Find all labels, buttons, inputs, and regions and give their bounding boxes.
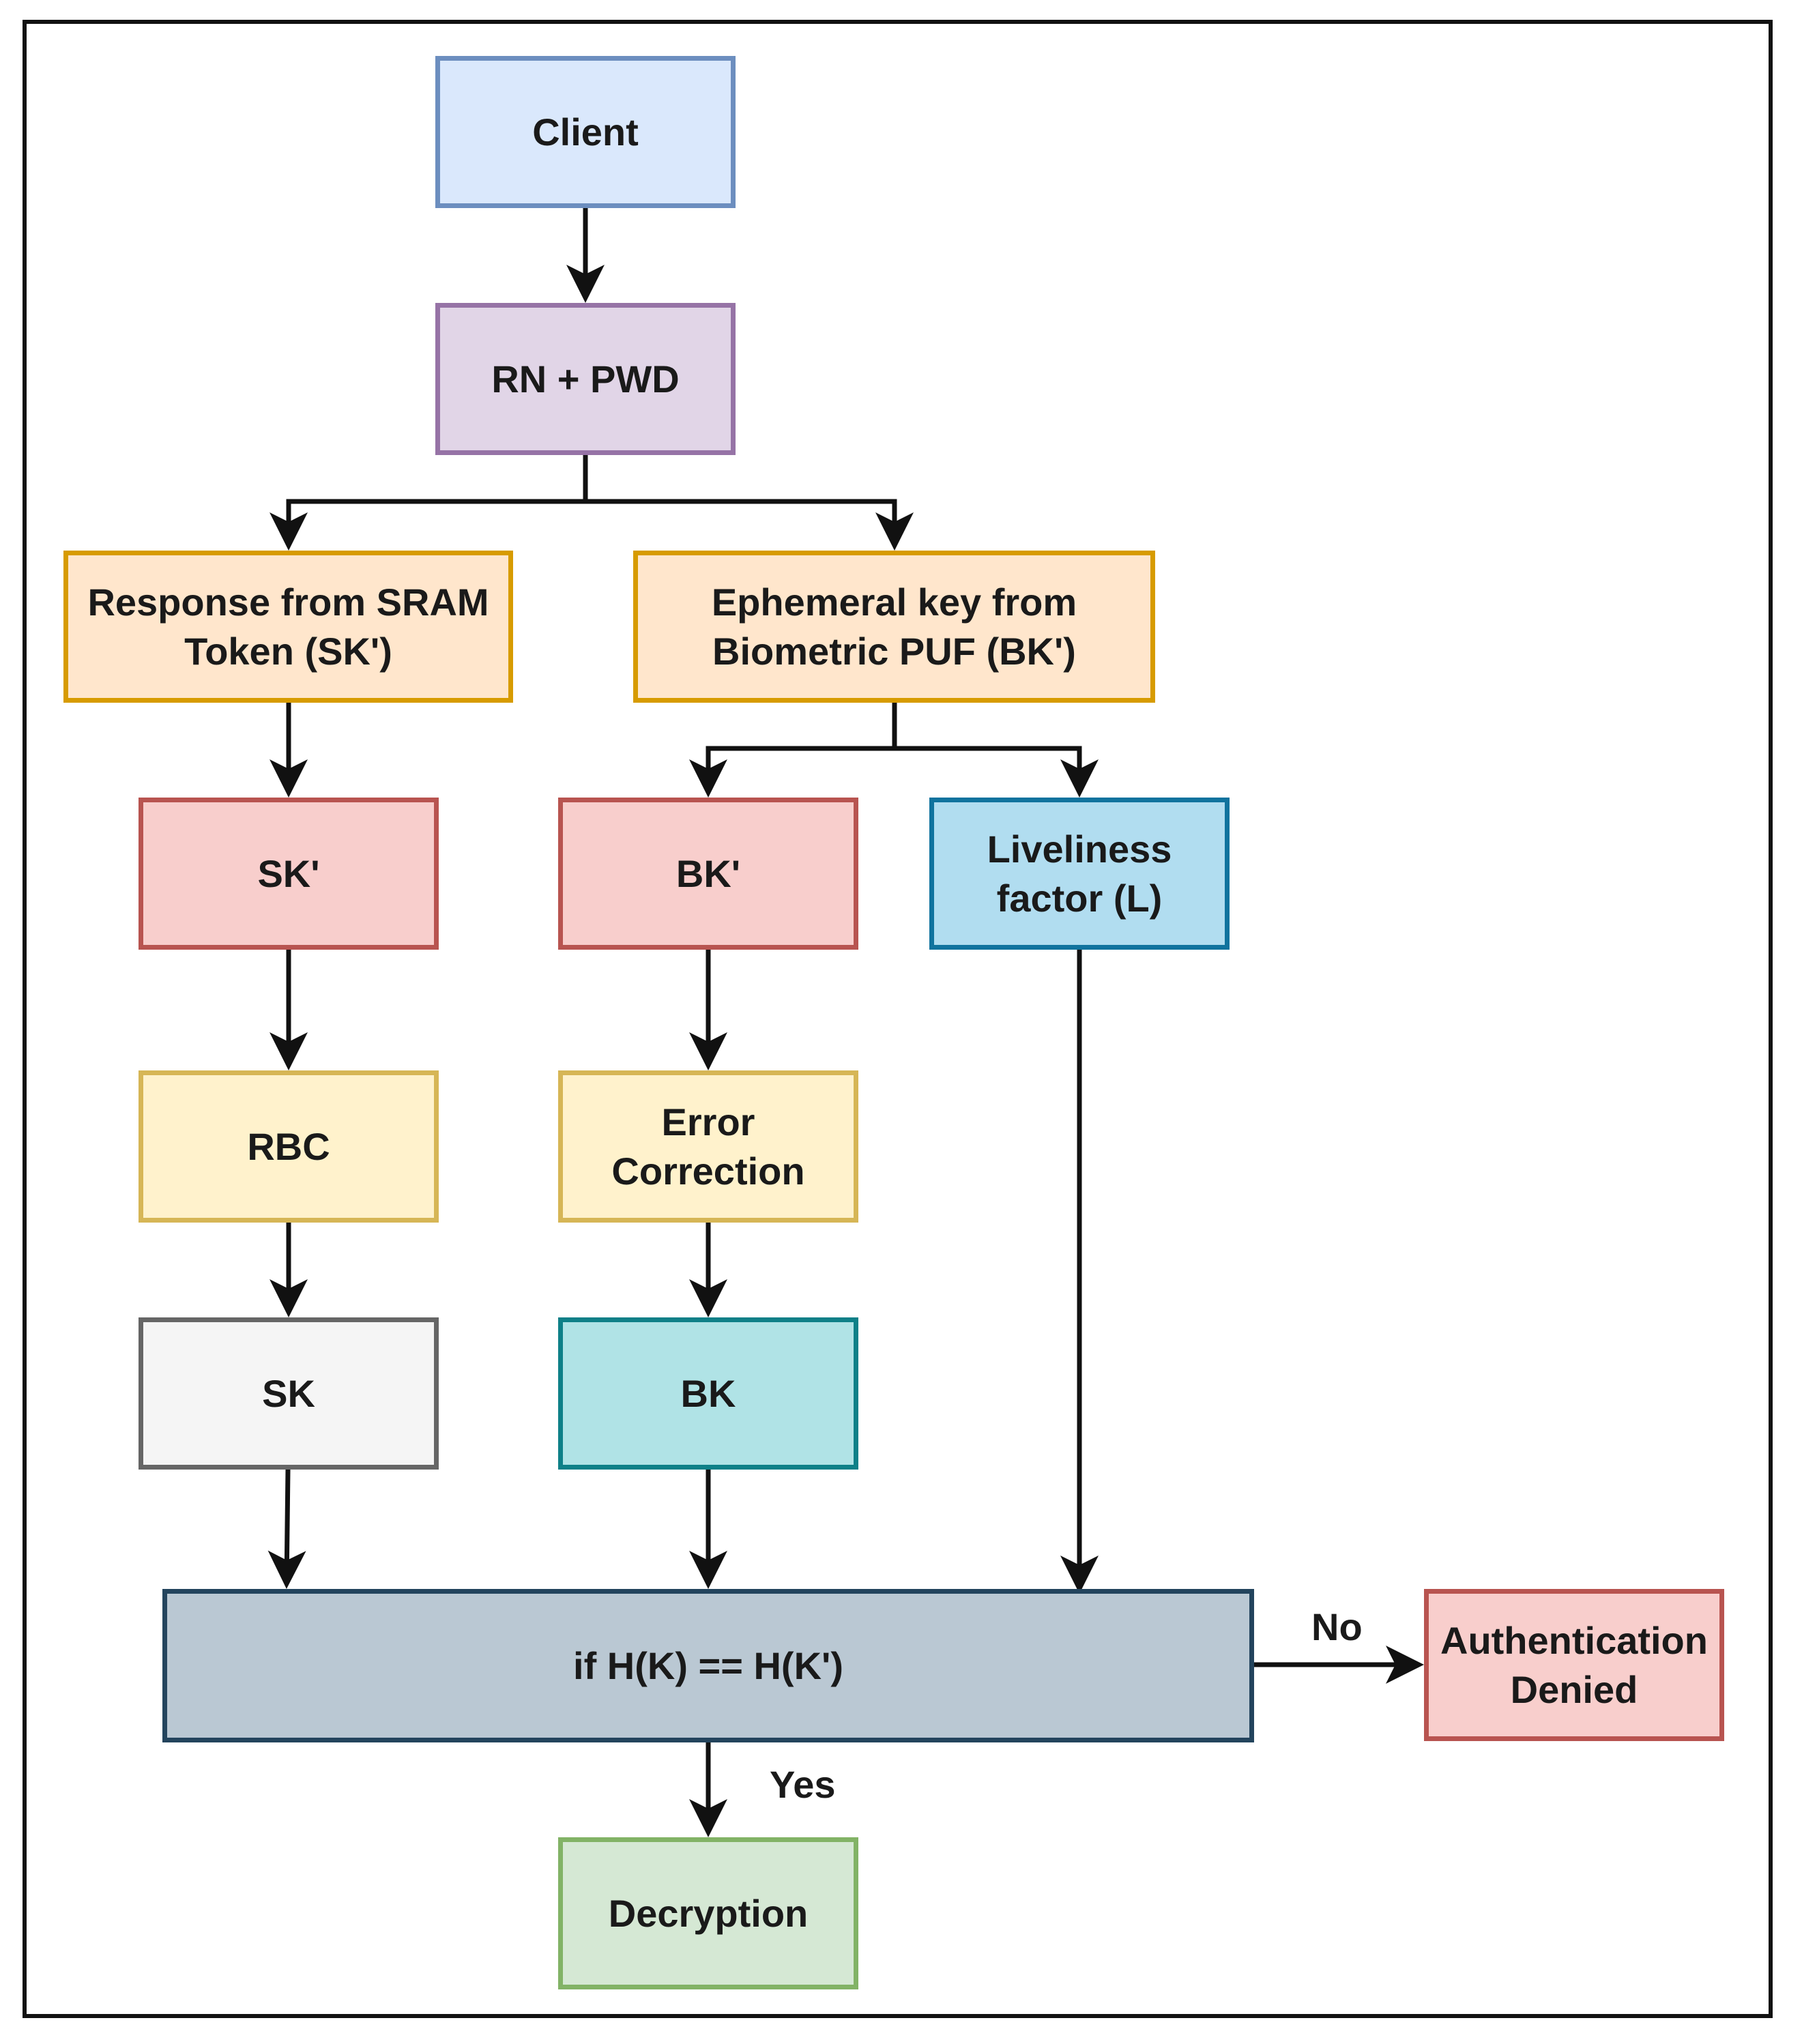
rn-pwd-node: RN + PWD — [435, 303, 736, 455]
diagram-frame — [23, 20, 1773, 2018]
sk-prime-node: SK' — [139, 798, 439, 950]
bk-node: BK — [558, 1317, 858, 1470]
client-node: Client — [435, 56, 736, 208]
edge-rnpwd-to-ephemeral-key — [585, 499, 914, 551]
edge-rnpwd-to-sram-response — [270, 455, 588, 551]
decryption-node: Decryption — [558, 1837, 858, 1989]
sk-node: SK — [139, 1317, 439, 1470]
no-edge-label: No — [1311, 1605, 1363, 1648]
liveliness-node: Liveliness factor (L) — [929, 798, 1230, 950]
auth-denied-node: Authentication Denied — [1424, 1589, 1724, 1741]
edge-ephemeral-key-to-liveliness — [895, 746, 1099, 798]
ephemeral-key-node: Ephemeral key from Biometric PUF (BK') — [633, 551, 1155, 703]
hash-check-node: if H(K) == H(K') — [162, 1589, 1254, 1742]
error-correction-node: Error Correction — [558, 1070, 858, 1223]
sram-response-node: Response from SRAM Token (SK') — [63, 551, 513, 703]
edge-ephemeral-key-to-bkprime — [689, 703, 897, 798]
yes-edge-label: Yes — [770, 1763, 836, 1806]
edge-sk-to-hash-check — [267, 1469, 306, 1589]
rbc-node: RBC — [139, 1070, 439, 1223]
bk-prime-node: BK' — [558, 798, 858, 950]
